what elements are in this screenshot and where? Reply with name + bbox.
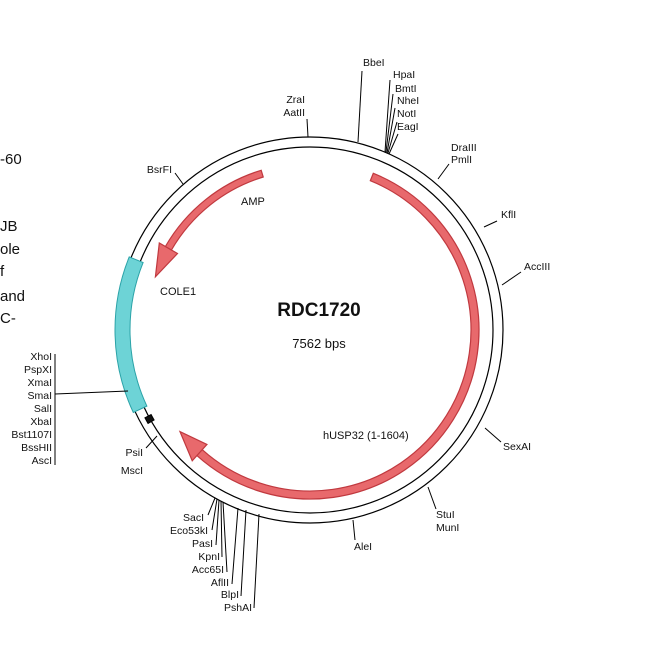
husp32-feature-arrow [178, 172, 480, 500]
site-label-aflii: AflII [211, 577, 229, 589]
hpai-line-3 [386, 107, 396, 154]
site-label-bsrfi: BsrFI [147, 164, 172, 176]
site-label-saci: SacI [183, 512, 204, 524]
amp-feature-arrow [154, 169, 264, 279]
site-label-aatii: AatII [283, 107, 305, 119]
site-label-xbai: XbaI [30, 416, 52, 428]
site-label-mscl: MscI [121, 465, 143, 477]
site-label-sexai: SexAI [503, 441, 531, 453]
zrai-line [306, 118, 309, 138]
site-label-smai: SmaI [27, 390, 52, 402]
site-label-psi: PsiI [125, 447, 143, 459]
sexai-line [484, 427, 502, 443]
site-label-stui: StuI [436, 509, 455, 521]
saci-line-4 [220, 500, 223, 558]
site-label-xmai: XmaI [27, 377, 52, 389]
site-label-pspxi: PspXI [24, 364, 52, 376]
hpai-line-1 [384, 79, 391, 153]
psi-line [145, 435, 158, 449]
cropped-text-line-6: C- [0, 310, 16, 327]
backbone-inner-circle [126, 146, 494, 514]
site-label-xhoi: XhoI [30, 351, 52, 363]
aflii-line [231, 507, 239, 585]
saci-line-3 [215, 499, 220, 546]
draiii-line [437, 163, 450, 180]
saci-line-5 [222, 501, 228, 573]
cut-site-cluster-marker [144, 413, 155, 425]
plasmid-length: 7562 bps [292, 336, 346, 351]
site-label-acc65i: Acc65I [192, 564, 224, 576]
site-label-zrai: ZraI [286, 94, 305, 106]
cropped-text-line-3: ole [0, 241, 21, 258]
cropped-text-line-4: f [0, 263, 5, 280]
blpi-line [240, 509, 247, 597]
saci-line-2 [211, 498, 218, 531]
site-label-sali: SalI [34, 403, 52, 415]
saci-line-1 [207, 497, 216, 516]
feature-label-husp32: hUSP32 (1-1604) [323, 430, 409, 442]
site-label-blpi: BlpI [221, 589, 239, 601]
xhoi-leader-line [54, 390, 129, 395]
site-label-pmli: PmlI [451, 154, 472, 166]
site-leader-lines [54, 70, 522, 609]
site-label-acciii: AccIII [524, 261, 550, 273]
hpai-line-2 [385, 93, 394, 153]
bsrfi-line [174, 172, 184, 185]
alei-line [352, 519, 356, 541]
site-label-pasi: PasI [192, 538, 213, 550]
stui-line [427, 486, 437, 510]
backbone-outer-circle [116, 136, 504, 524]
hpai-line-5 [388, 133, 399, 155]
hpai-line-4 [387, 121, 398, 154]
site-label-muni: MunI [436, 522, 459, 534]
site-label-nhei: NheI [397, 95, 419, 107]
cole1-origin-block [114, 256, 148, 414]
plasmid-name: RDC1720 [277, 300, 360, 321]
kfli-line [483, 220, 498, 228]
site-label-noti: NotI [397, 108, 416, 120]
site-label-hpai: HpaI [393, 69, 415, 81]
site-labels: BbeI HpaI BmtI NheI NotI EagI ZraI AatII… [11, 57, 550, 614]
pshai-line [253, 513, 260, 609]
bbei-line [357, 70, 363, 143]
site-label-eagi: EagI [397, 121, 419, 133]
site-label-asci: AscI [32, 455, 52, 467]
site-label-kfli: KflI [501, 209, 516, 221]
site-label-eco53ki: Eco53kI [170, 525, 208, 537]
cropped-text-line-5: and [0, 288, 26, 305]
site-label-alei: AleI [354, 541, 372, 553]
cropped-text-line-1: -60 [0, 151, 22, 168]
feature-label-amp: AMP [241, 196, 265, 208]
acciii-line [501, 271, 522, 286]
site-label-bbei: BbeI [363, 57, 385, 69]
cropped-text-line-2: JB [0, 218, 18, 235]
site-label-bsshii: BssHII [21, 442, 52, 454]
site-label-kpni: KpnI [198, 551, 220, 563]
site-label-pshai: PshAI [224, 602, 252, 614]
feature-label-cole1: COLE1 [160, 286, 196, 298]
site-label-bst1107i: Bst1107I [11, 429, 52, 441]
site-label-bmti: BmtI [395, 83, 417, 95]
site-label-draiii: DraIII [451, 142, 477, 154]
